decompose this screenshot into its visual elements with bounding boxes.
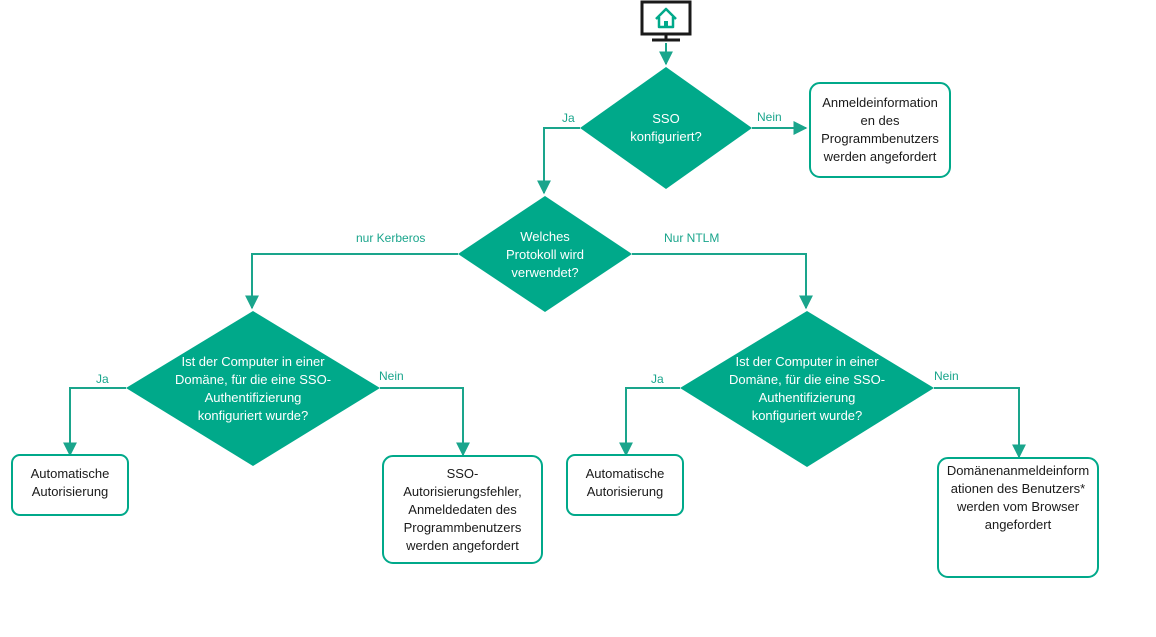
box-program-credentials-shape xyxy=(809,82,951,178)
box-auto-right-shape xyxy=(566,454,684,516)
decision-which-protocol-label: Welches Protokoll wird verwendet? xyxy=(505,229,585,280)
decision-domain-right: Ist der Computer in einer Domäne, für di… xyxy=(717,352,897,426)
edge-label-sso-no: Nein xyxy=(757,110,782,124)
box-sso-error-label: SSO- Autorisierungsfehler, Anmeldedaten … xyxy=(403,465,522,553)
box-browser-credentials-shape xyxy=(937,457,1099,578)
box-auto-authorization-left-label: Automatische Autorisierung xyxy=(30,466,110,499)
edge-label-sso-yes: Ja xyxy=(562,111,575,125)
box-auto-authorization-left: Automatische Autorisierung xyxy=(12,455,128,511)
box-browser-credentials-label: Domänenanmeldeinform ationen des Benutze… xyxy=(946,463,1090,532)
decision-domain-left-label: Ist der Computer in einer Domäne, für di… xyxy=(174,354,332,423)
decision-domain-left: Ist der Computer in einer Domäne, für di… xyxy=(163,352,343,426)
decision-sso-configured-label: SSO konfiguriert? xyxy=(630,111,702,144)
edge-right-no xyxy=(934,387,1026,459)
edge-label-left-yes: Ja xyxy=(96,372,109,386)
box-browser-credentials: Domänenanmeldeinform ationen des Benutze… xyxy=(938,458,1098,560)
edge-left-yes xyxy=(63,387,126,457)
edge-left-no xyxy=(380,387,470,457)
box-sso-error: SSO- Autorisierungsfehler, Anmeldedaten … xyxy=(383,456,542,563)
box-program-credentials: Anmeldeinformation en des Programmbenutz… xyxy=(810,83,950,177)
edge-label-kerberos: nur Kerberos xyxy=(356,231,426,245)
edge-sso-yes xyxy=(537,127,580,195)
home-monitor-icon xyxy=(640,0,692,42)
box-auto-authorization-right-label: Automatische Autorisierung xyxy=(585,466,665,499)
decision-sso-configured: SSO konfiguriert? xyxy=(606,100,726,156)
edge-label-ntlm: Nur NTLM xyxy=(664,231,720,245)
decision-which-protocol: Welches Protokoll wird verwendet? xyxy=(485,227,605,283)
edge-label-right-yes: Ja xyxy=(651,372,664,386)
decision-domain-right-label: Ist der Computer in einer Domäne, für di… xyxy=(728,354,886,423)
box-program-credentials-label: Anmeldeinformation en des Programmbenutz… xyxy=(821,95,939,164)
box-sso-error-shape xyxy=(382,455,543,564)
decision-domain-left-shape xyxy=(126,311,380,466)
edge-right-yes xyxy=(619,387,680,457)
decision-sso-configured-shape xyxy=(580,67,752,189)
edge-ntlm xyxy=(632,253,813,310)
edge-label-right-no: Nein xyxy=(934,369,959,383)
decision-domain-right-shape xyxy=(680,311,934,467)
edge-label-left-no: Nein xyxy=(379,369,404,383)
box-auto-left-shape xyxy=(11,454,129,516)
box-auto-authorization-right: Automatische Autorisierung xyxy=(567,455,683,511)
decision-which-protocol-shape xyxy=(458,196,632,312)
edge-kerberos xyxy=(245,253,458,310)
